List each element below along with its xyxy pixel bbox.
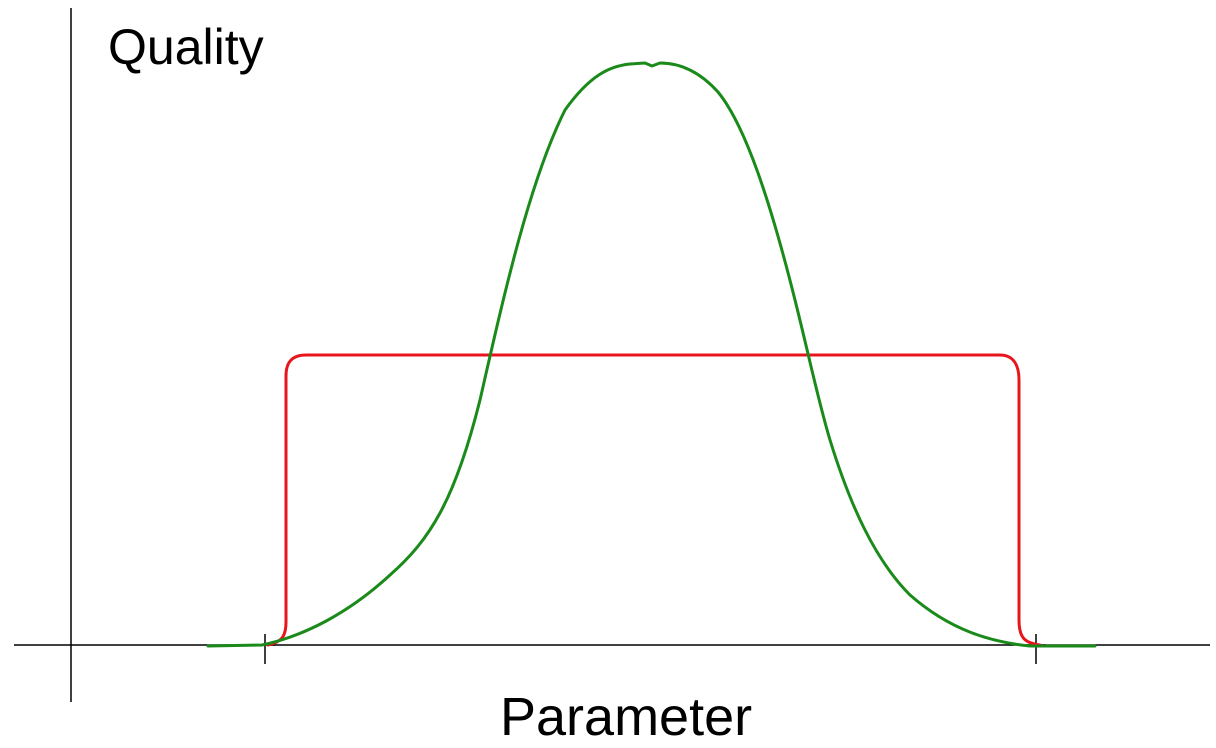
y-axis-label: Quality (108, 19, 264, 75)
bell-curve (206, 61, 1097, 648)
x-axis-label: Parameter (500, 687, 753, 747)
window-curve (266, 353, 1042, 647)
